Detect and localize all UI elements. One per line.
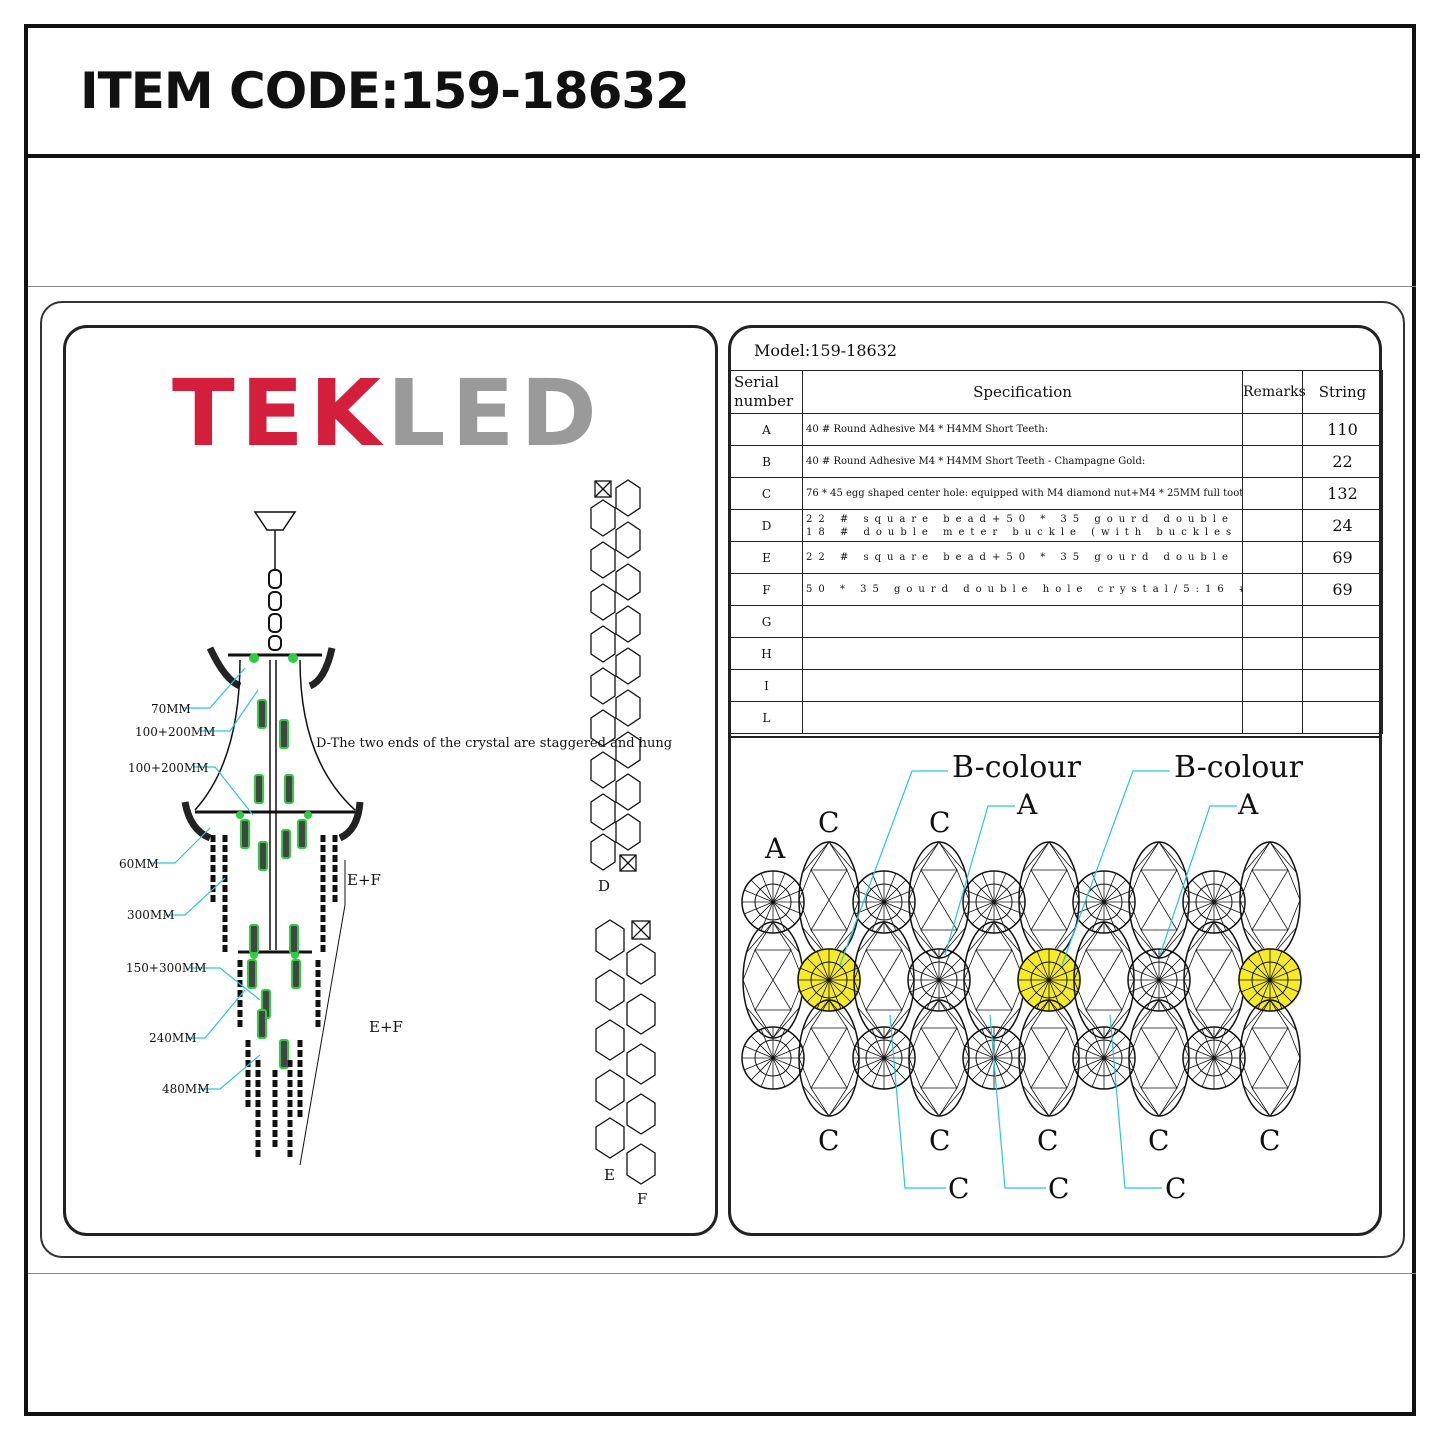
strand-f-label: F [637, 1190, 648, 1208]
tekled-logo: TEKLED [172, 360, 603, 467]
c-label-bottom-1: C [818, 1124, 840, 1157]
table-row: E22 # square bead+50 * 35 gourd double h… [730, 541, 1383, 574]
dim-240mm: 240MM [149, 1031, 197, 1045]
dim-300mm: 300MM [127, 908, 175, 922]
c-label-low-2: C [1048, 1172, 1070, 1205]
page-frame [24, 24, 1416, 1416]
c-label-top-2: C [929, 806, 951, 839]
dim-480mm: 480MM [162, 1082, 210, 1096]
drawing-sheet [40, 301, 1405, 1258]
c-label-bottom-5: C [1259, 1124, 1281, 1157]
left-panel [63, 325, 718, 1236]
dim-100-200mm-upper: 100+200MM [135, 725, 216, 739]
strand-e-label: E [604, 1166, 615, 1184]
spec-header-row: Serial number Specification Remarks Stri… [730, 370, 1383, 414]
item-code-title: ITEM CODE:159-18632 [80, 62, 690, 120]
table-row: L [730, 701, 1383, 734]
c-label-low-3: C [1165, 1172, 1187, 1205]
ef-label-upper: E+F [347, 871, 381, 889]
b-colour-label-2: B-colour [1174, 750, 1303, 785]
c-label-top-1: C [818, 806, 840, 839]
model-number: Model:159-18632 [754, 341, 898, 360]
header-string: String [1302, 370, 1383, 414]
b-colour-label-1: B-colour [952, 750, 1081, 785]
content-top-rule [28, 286, 1416, 287]
header-spec: Specification [802, 370, 1243, 414]
a-label-3: A [765, 832, 786, 865]
dim-70mm: 70MM [151, 702, 191, 716]
dim-150-300mm: 150+300MM [126, 961, 207, 975]
strand-d-label: D [598, 877, 611, 895]
spec-table: Serial number Specification Remarks Stri… [730, 370, 1383, 734]
a-label-1: A [1017, 788, 1038, 821]
header-serial: Serial number [730, 370, 803, 414]
a-label-2: A [1238, 788, 1259, 821]
content-bottom-rule [28, 1273, 1416, 1274]
table-row: I [730, 669, 1383, 702]
c-label-bottom-2: C [929, 1124, 951, 1157]
c-label-low-1: C [948, 1172, 970, 1205]
table-row: G [730, 605, 1383, 638]
header-remarks: Remarks [1242, 370, 1306, 414]
c-label-bottom-4: C [1148, 1124, 1170, 1157]
dim-100-200mm-lower: 100+200MM [128, 761, 209, 775]
ef-label-lower: E+F [369, 1018, 403, 1036]
table-bottom-rule [730, 736, 1382, 738]
header-divider [24, 154, 1420, 158]
dim-60mm: 60MM [119, 857, 159, 871]
stagger-note: D-The two ends of the crystal are stagge… [316, 736, 673, 751]
c-label-bottom-3: C [1037, 1124, 1059, 1157]
